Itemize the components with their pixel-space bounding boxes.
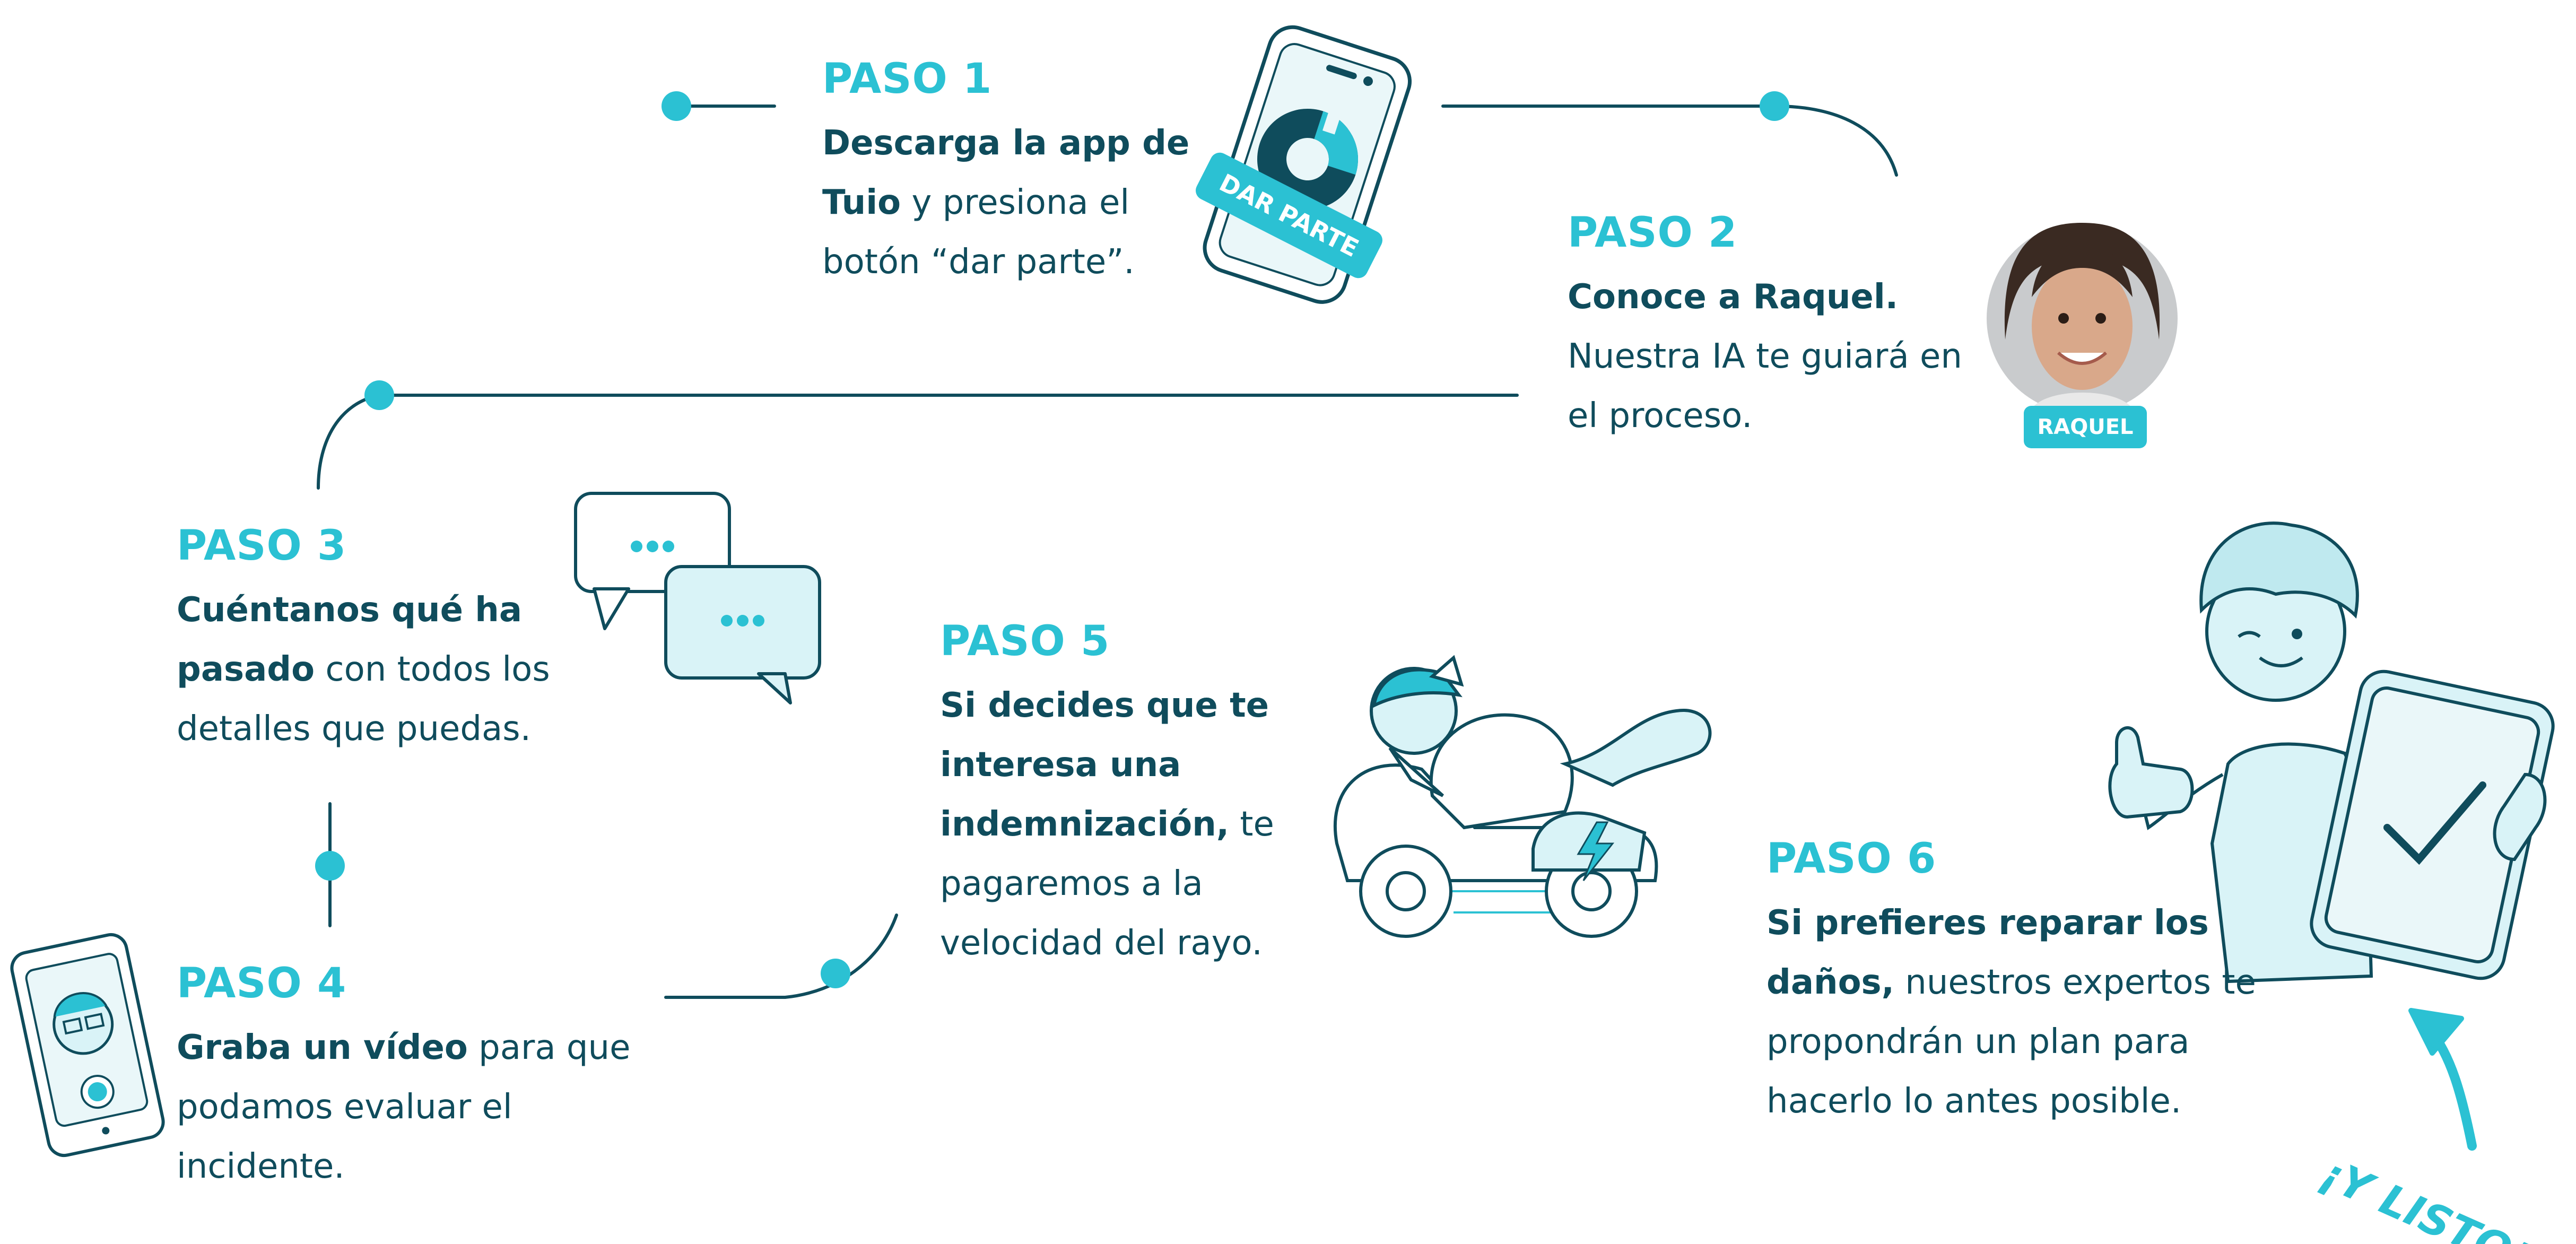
boy-thumbs-up-illustration [2108, 521, 2555, 984]
step-text-rest: y presiona el botón “dar parte”. [822, 183, 1135, 282]
step-text-bold: Cuéntanos qué ha pasado [177, 590, 522, 689]
step-5: PASO 5 Si decides que te interesa una in… [940, 621, 1375, 973]
step-text: Si decides que te interesa una indemniza… [940, 676, 1375, 973]
step-title: PASO 3 [177, 522, 347, 570]
step-text: Conoce a Raquel. Nuestra IA te guiará en… [1568, 267, 1981, 446]
step-text-bold: Conoce a Raquel. [1568, 277, 1899, 317]
step-text: Graba un vídeo para que podamos evaluar … [177, 1018, 643, 1196]
step-title: PASO 2 [1568, 209, 1738, 257]
step-text-rest: con todos los detalles que puedas. [177, 650, 550, 749]
step-3: PASO 3 Cuéntanos qué ha pasado con todos… [177, 525, 643, 759]
step-6: PASO 6 Si prefieres reparar los daños, n… [1766, 838, 2286, 1131]
step-text-bold: Descarga la app de Tuio [822, 124, 1190, 222]
step-text-rest: para que podamos evaluar el incidente. [177, 1028, 631, 1186]
step-2: PASO 2 Conoce a Raquel. Nuestra IA te gu… [1568, 212, 1981, 446]
step-title: PASO 6 [1766, 835, 1937, 883]
step-text: Si prefieres reparar los daños, nuestros… [1766, 893, 2286, 1131]
step-text-rest: Nuestra IA te guiará en el proceso. [1568, 337, 1962, 436]
step-text-rest: nuestros expertos te propondrán un plan … [1766, 963, 2256, 1121]
step-text-bold: Graba un vídeo [177, 1028, 468, 1067]
step-text-bold: Si prefieres reparar los daños, [1766, 903, 2209, 1002]
step-title: PASO 5 [940, 617, 1110, 665]
chat-dots [631, 541, 764, 627]
step-text-bold: Si decides que te interesa una indemniza… [940, 686, 1269, 844]
step-text: Cuéntanos qué ha pasado con todos los de… [177, 580, 643, 759]
raccoon-scooter-illustration [1333, 655, 1712, 938]
step-4: PASO 4 Graba un vídeo para que podamos e… [177, 963, 643, 1196]
timeline-nodes [315, 91, 1789, 988]
avatar-raquel [1987, 223, 2178, 414]
step-1: PASO 1 Descarga la app de Tuio y presion… [822, 58, 1236, 292]
raquel-name-badge: RAQUEL [2024, 406, 2147, 448]
step-text-rest: te pagaremos a la velocidad del rayo. [940, 805, 1274, 963]
curved-arrow-icon [2408, 1008, 2477, 1151]
step-title: PASO 1 [822, 55, 993, 103]
step-title: PASO 4 [177, 960, 347, 1007]
step-text: Descarga la app de Tuio y presiona el bo… [822, 114, 1236, 292]
phone-video-icon [10, 933, 165, 1158]
